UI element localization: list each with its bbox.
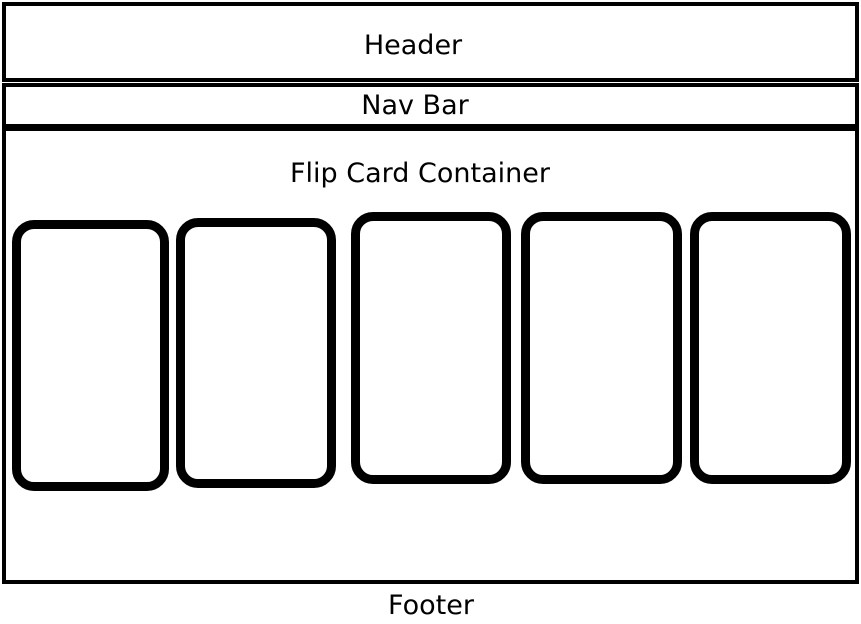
flip-card-3[interactable] xyxy=(351,212,511,484)
nav-bar-label: Nav Bar xyxy=(361,90,469,121)
footer-label: Footer xyxy=(388,590,474,621)
flip-card-4[interactable] xyxy=(521,212,682,484)
nav-bar-region xyxy=(2,83,859,128)
flip-card-2[interactable] xyxy=(176,218,336,488)
header-region xyxy=(2,2,859,82)
flip-card-container-label: Flip Card Container xyxy=(290,158,550,189)
header-label: Header xyxy=(363,30,463,61)
flip-card-5[interactable] xyxy=(690,212,851,484)
flip-card-1[interactable] xyxy=(12,220,169,491)
